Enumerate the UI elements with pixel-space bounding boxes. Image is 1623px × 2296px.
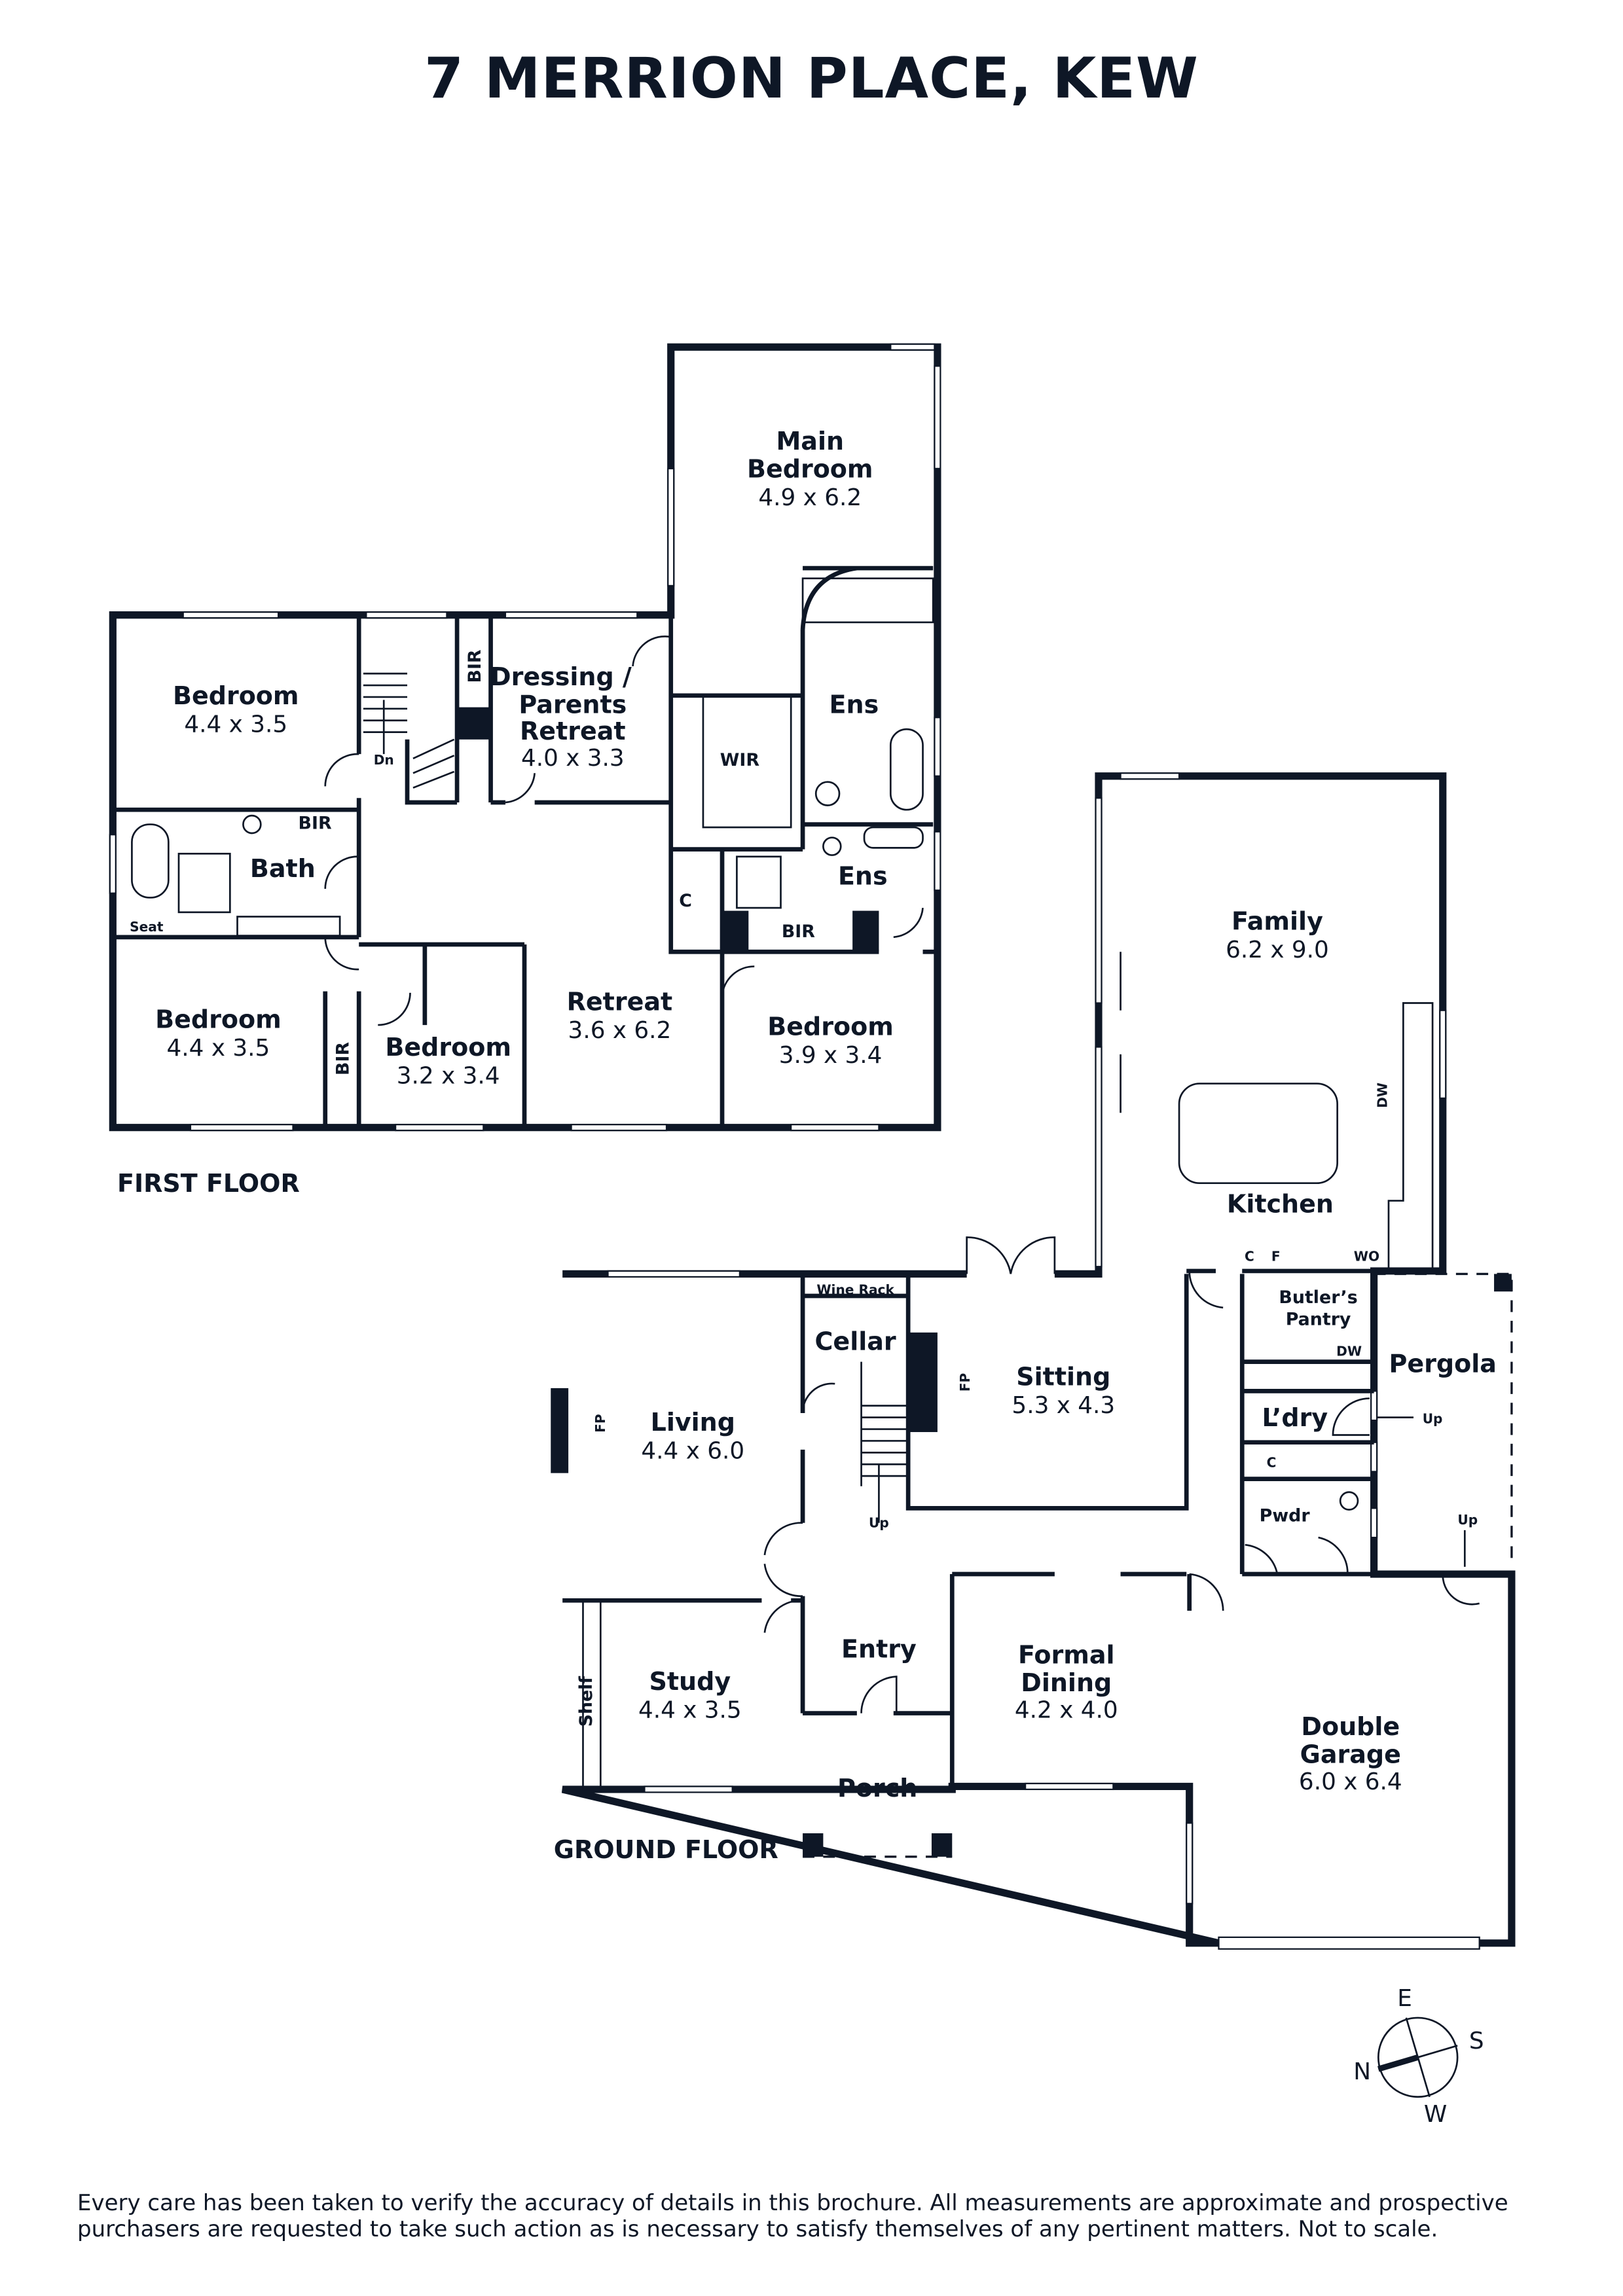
room-label-living: Living bbox=[651, 1408, 735, 1437]
label-down: Dn bbox=[374, 752, 394, 768]
compass-w: W bbox=[1424, 2101, 1447, 2128]
room-label-kitchen: Kitchen bbox=[1227, 1189, 1334, 1218]
room-label-main-bedroom-2: Bedroom bbox=[747, 454, 873, 483]
room-label-bedroom: Bedroom bbox=[385, 1033, 511, 1062]
room-dims: 4.4 x 3.5 bbox=[184, 711, 287, 738]
room-label-garage-2: Garage bbox=[1300, 1740, 1401, 1769]
room-label-ensuite: Ens bbox=[830, 691, 879, 719]
room-label-family: Family bbox=[1231, 907, 1323, 936]
room-label-butlers-pantry-2: Pantry bbox=[1286, 1310, 1351, 1330]
ground-floor-interior-walls bbox=[562, 1268, 1443, 1789]
label-fridge: F bbox=[1271, 1248, 1281, 1264]
label-fireplace: FP bbox=[957, 1373, 973, 1392]
garage-door bbox=[1218, 1936, 1480, 1950]
label-wine-rack: Wine Rack bbox=[816, 1282, 894, 1298]
room-label-main-bedroom: Main bbox=[776, 427, 844, 456]
label-seat: Seat bbox=[130, 919, 164, 935]
label-fireplace: FP bbox=[593, 1414, 608, 1433]
room-label-powder: Pwdr bbox=[1260, 1505, 1311, 1526]
floor-label-first: FIRST FLOOR bbox=[117, 1169, 300, 1198]
windows bbox=[109, 343, 941, 1132]
floor-label-ground: GROUND FLOOR bbox=[554, 1835, 778, 1864]
room-label-sitting: Sitting bbox=[1016, 1362, 1110, 1391]
disclaimer-line-1: Every care has been taken to verify the … bbox=[77, 2190, 1508, 2216]
room-dims: 6.2 x 9.0 bbox=[1226, 937, 1329, 963]
room-label-formal-dining: Formal bbox=[1018, 1641, 1115, 1670]
room-label-porch: Porch bbox=[837, 1774, 917, 1803]
room-dims: 4.4 x 3.5 bbox=[167, 1035, 270, 1062]
compass-s: S bbox=[1469, 2028, 1484, 2054]
room-dims: 5.3 x 4.3 bbox=[1012, 1392, 1115, 1419]
room-dims: 4.4 x 3.5 bbox=[638, 1696, 742, 1723]
room-label-wir: WIR bbox=[720, 750, 760, 770]
room-label-formal-dining-2: Dining bbox=[1021, 1668, 1112, 1697]
label-up: Up bbox=[869, 1515, 889, 1530]
label-bir: BIR bbox=[299, 813, 332, 833]
label-bir: BIR bbox=[782, 922, 815, 942]
windows bbox=[607, 772, 1447, 1905]
fireplace-sitting bbox=[908, 1332, 938, 1433]
compass-n: N bbox=[1353, 2058, 1371, 2085]
chimney-block bbox=[457, 707, 491, 740]
room-label-bath: Bath bbox=[250, 854, 316, 883]
door-swings bbox=[324, 636, 924, 1026]
label-up: Up bbox=[1423, 1411, 1443, 1427]
toilet-icon bbox=[814, 781, 841, 806]
label-up: Up bbox=[1457, 1512, 1478, 1528]
toilet-icon bbox=[242, 814, 262, 834]
toilet-icon bbox=[1339, 1491, 1359, 1511]
room-label-ensuite: Ens bbox=[838, 861, 888, 890]
compass-e: E bbox=[1397, 1985, 1412, 2012]
room-label-garage: Double bbox=[1301, 1712, 1400, 1741]
room-label-dressing-2: Parents bbox=[519, 691, 627, 719]
room-label-bedroom: Bedroom bbox=[155, 1005, 282, 1034]
room-dims: 3.6 x 6.2 bbox=[568, 1017, 672, 1044]
room-label-study: Study bbox=[649, 1667, 731, 1696]
room-label-laundry: L’dry bbox=[1262, 1403, 1328, 1432]
room-label-entry: Entry bbox=[841, 1635, 917, 1664]
label-cupboard: C bbox=[1245, 1248, 1254, 1264]
label-dishwasher: DW bbox=[1336, 1344, 1362, 1359]
label-bir: BIR bbox=[333, 1042, 354, 1075]
room-dims: 4.9 x 6.2 bbox=[758, 484, 862, 511]
door-swings bbox=[763, 1236, 1480, 1713]
label-bir: BIR bbox=[465, 649, 485, 683]
disclaimer-line-2: purchasers are requested to take such ac… bbox=[77, 2216, 1438, 2242]
room-label-dressing-3: Retreat bbox=[520, 717, 626, 745]
toilet-icon bbox=[822, 836, 842, 856]
disclaimer: Every care has been taken to verify the … bbox=[77, 2190, 1583, 2242]
room-label-cellar: Cellar bbox=[815, 1327, 896, 1356]
room-dims: 4.0 x 3.3 bbox=[521, 745, 625, 772]
room-label-retreat: Retreat bbox=[567, 988, 673, 1016]
page-title: 7 MERRION PLACE, KEW bbox=[424, 46, 1199, 111]
label-dishwasher: DW bbox=[1375, 1083, 1391, 1108]
ground-floor-plan: Family 6.2 x 9.0 Kitchen DW C F WO Butle… bbox=[551, 772, 1516, 1950]
fireplace-living bbox=[551, 1388, 569, 1473]
room-dims: 4.4 x 6.0 bbox=[641, 1437, 744, 1464]
label-wall-oven: WO bbox=[1354, 1248, 1379, 1264]
label-cupboard: C bbox=[679, 891, 692, 911]
room-label-bedroom: Bedroom bbox=[767, 1013, 894, 1041]
pergola-outline bbox=[1374, 1272, 1513, 1560]
room-dims: 3.9 x 3.4 bbox=[779, 1042, 883, 1069]
room-label-pergola: Pergola bbox=[1389, 1349, 1497, 1378]
room-label-bedroom: Bedroom bbox=[173, 681, 299, 710]
kitchen-island bbox=[1178, 1083, 1339, 1185]
stairs-ground bbox=[860, 1361, 909, 1523]
room-dims: 6.0 x 6.4 bbox=[1299, 1768, 1402, 1795]
label-shelf: Shelf bbox=[576, 1676, 596, 1727]
first-floor-plan: Main Bedroom 4.9 x 6.2 Bedroom 4.4 x 3.5… bbox=[109, 343, 941, 1198]
stairs-first bbox=[363, 672, 455, 789]
room-label-butlers-pantry: Butler’s bbox=[1279, 1287, 1357, 1308]
room-dims: 4.2 x 4.0 bbox=[1015, 1696, 1118, 1723]
compass-icon: E S N W bbox=[1353, 1985, 1484, 2128]
room-label-dressing: Dressing / bbox=[490, 662, 632, 691]
room-dims: 3.2 x 3.4 bbox=[397, 1063, 500, 1090]
label-cupboard: C bbox=[1267, 1455, 1277, 1471]
